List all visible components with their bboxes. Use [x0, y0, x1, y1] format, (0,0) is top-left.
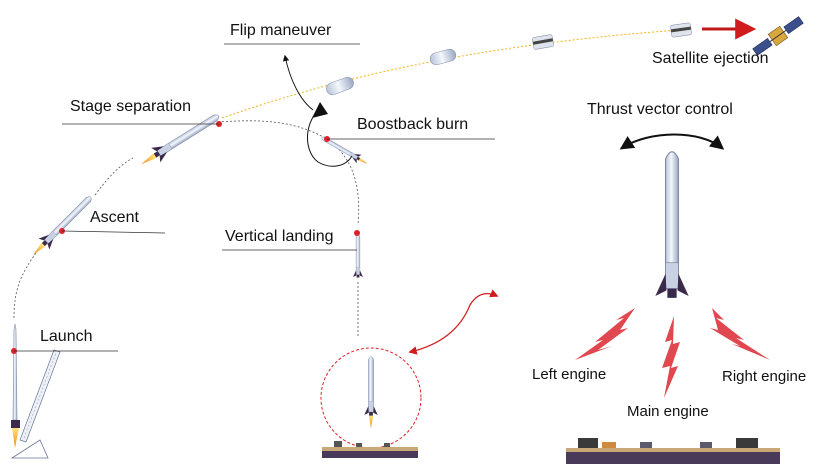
landing-zoom-circle — [320, 347, 422, 449]
label-thrust-vector-control: Thrust vector control — [587, 101, 733, 118]
label-satellite-ejection: Satellite ejection — [652, 50, 769, 67]
landing-zoom-rocket-icon — [363, 356, 379, 429]
separation-rocket-icon — [141, 108, 224, 165]
flip-arrow — [282, 54, 314, 111]
large-barge — [566, 438, 780, 464]
label-ascent: Ascent — [90, 209, 139, 226]
tvc-arrow — [619, 133, 725, 150]
label-main-engine: Main engine — [627, 403, 709, 420]
label-left-engine: Left engine — [532, 366, 607, 383]
label-boostback-burn: Boostback burn — [357, 116, 469, 133]
landing-rocket-icon — [352, 233, 364, 278]
upper-stage-sequence — [326, 22, 692, 96]
zoom-link-arrow — [408, 289, 499, 355]
boostback-rotation-arrow — [306, 107, 353, 167]
label-launch: Launch — [40, 328, 93, 345]
boostback-rocket-icon — [319, 132, 368, 164]
label-right-engine: Right engine — [722, 368, 807, 385]
launch-rocket-icon — [10, 323, 61, 459]
trajectory-lines — [13, 29, 681, 336]
satellite-icon — [752, 16, 804, 56]
leader-lines — [14, 43, 495, 352]
label-flip-maneuver: Flip maneuver — [230, 22, 332, 39]
label-vertical-landing: Vertical landing — [225, 228, 334, 245]
engine-plumes — [575, 308, 770, 398]
ascent-rocket-icon — [33, 191, 97, 255]
landing-barge — [322, 441, 418, 458]
label-stage-separation: Stage separation — [70, 98, 191, 115]
tvc-rocket-icon — [654, 150, 690, 299]
